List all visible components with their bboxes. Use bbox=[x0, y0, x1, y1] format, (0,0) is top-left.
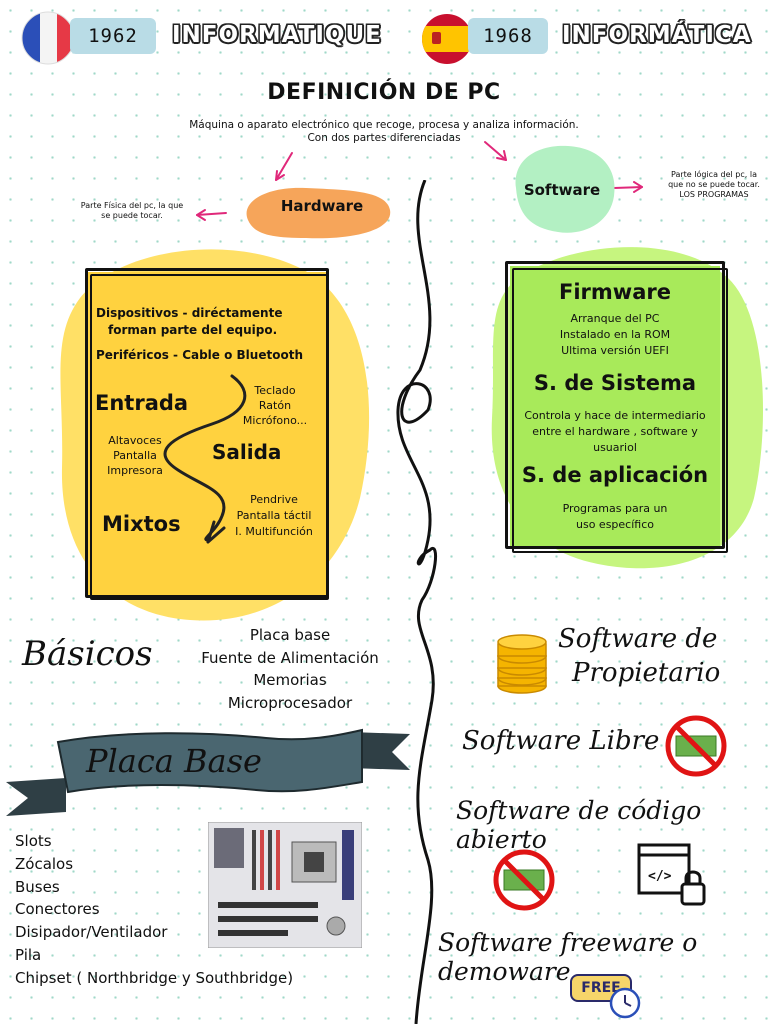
code-lock-icon: </> bbox=[637, 843, 706, 906]
perifericos-text: Periféricos - Cable o Bluetooth bbox=[96, 348, 303, 362]
fr-word: INFORMATIQUE bbox=[172, 22, 382, 48]
es-year: 1968 bbox=[483, 25, 533, 47]
mixtos-item: I. Multifunción bbox=[235, 525, 313, 538]
placa-base-item: Chipset ( Northbridge y Southbridge) bbox=[15, 968, 294, 987]
es-year-pill: 1968 bbox=[468, 18, 548, 54]
aplicacion-label: S. de aplicación bbox=[521, 463, 709, 487]
aplicacion-desc-line: uso específico bbox=[576, 518, 654, 531]
hardware-blob bbox=[246, 187, 391, 239]
firmware-label: Firmware bbox=[559, 280, 671, 304]
placa-base-item: Conectores bbox=[15, 900, 100, 919]
free-clock-icon: FREE bbox=[566, 970, 646, 1020]
pink-arrows bbox=[196, 141, 643, 221]
placa-base-item: Zócalos bbox=[15, 854, 74, 873]
software-note-line2: que no se puede tocar. bbox=[668, 180, 760, 189]
placa-base-item: Slots bbox=[15, 832, 52, 850]
mixtos-items: Pendrive Pantalla táctil I. Multifunción bbox=[224, 492, 324, 540]
placa-base-item: Buses bbox=[15, 877, 60, 896]
entrada-item: Ratón bbox=[258, 399, 292, 412]
sistema-desc-line: entre el hardware , software y bbox=[532, 425, 698, 438]
sistema-desc-line: Controla y hace de intermediario bbox=[524, 409, 706, 422]
coin-stack-icon bbox=[497, 634, 547, 694]
placa-base-item: Pila bbox=[15, 945, 42, 964]
basicos-list: Placa base Fuente de Alimentación Memori… bbox=[186, 624, 394, 714]
placa-base-ribbon bbox=[6, 728, 410, 816]
placa-base-item: Disipador/Ventilador bbox=[15, 923, 168, 942]
propietario-line2: Propietario bbox=[572, 658, 721, 688]
yellow-box-frame2 bbox=[90, 274, 329, 600]
placa-base-title: Placa Base bbox=[86, 742, 262, 780]
propietario-line1: Software de bbox=[558, 624, 718, 654]
green-box-frame bbox=[505, 261, 725, 549]
firmware-item: Instalado en la ROM bbox=[559, 328, 671, 341]
mixtos-item: Pendrive bbox=[250, 493, 298, 506]
entrada-items: Teclado Ratón Micrófono... bbox=[240, 383, 310, 428]
dispositivos-line1: Dispositivos - diréctamente bbox=[96, 306, 283, 320]
entrada-item: Micrófono... bbox=[242, 414, 308, 427]
motherboard-icon bbox=[208, 822, 362, 948]
sistema-desc-line: usuariol bbox=[593, 441, 637, 454]
entrada-label: Entrada bbox=[95, 391, 189, 415]
spain-flag-icon bbox=[420, 12, 474, 66]
basicos-item: Fuente de Alimentación bbox=[201, 648, 379, 667]
salida-items: Altavoces Pantalla Impresora bbox=[100, 433, 170, 478]
mixtos-label: Mixtos bbox=[102, 512, 181, 536]
hardware-note: Parte Física del pc, la que se puede toc… bbox=[70, 201, 194, 221]
aplicacion-desc: Programas para un uso específico bbox=[505, 501, 725, 533]
definition-title: DEFINICIÓN DE PC bbox=[267, 80, 501, 105]
salida-item: Pantalla bbox=[113, 449, 157, 462]
abierto-text: Software de código abierto bbox=[456, 796, 702, 854]
no-money-icon bbox=[665, 715, 727, 777]
entrada-item: Teclado bbox=[254, 384, 296, 397]
software-label: Software bbox=[523, 181, 601, 199]
sistema-label: S. de Sistema bbox=[533, 371, 697, 395]
hardware-note-line1: Parte Física del pc, la que bbox=[80, 201, 184, 210]
salida-item: Impresora bbox=[107, 464, 163, 477]
free-badge-text: FREE bbox=[581, 980, 621, 996]
hardware-note-line2: se puede tocar. bbox=[101, 211, 163, 220]
placa-base-list: Slots Zócalos Buses Conectores Disipador… bbox=[15, 830, 293, 990]
hardware-label: Hardware bbox=[280, 197, 364, 215]
definition-line1: Máquina o aparato electrónico que recoge… bbox=[189, 119, 579, 131]
salida-label: Salida bbox=[212, 440, 282, 464]
green-box bbox=[510, 266, 720, 546]
salida-item: Altavoces bbox=[108, 434, 162, 447]
basicos-item: Microprocesador bbox=[227, 693, 353, 712]
dispositivos-line2: forman parte del equipo. bbox=[108, 323, 278, 337]
curve-arrow bbox=[163, 374, 247, 544]
firmware-item: Ultima versión UEFI bbox=[561, 344, 669, 357]
basicos-title: Básicos bbox=[22, 634, 153, 674]
firmware-items: Arranque del PC Instalado en la ROM Ulti… bbox=[505, 311, 725, 359]
no-money-icon bbox=[493, 849, 555, 911]
sistema-desc: Controla y hace de intermediario entre e… bbox=[505, 408, 725, 456]
basicos-item: Placa base bbox=[249, 626, 331, 644]
svg-text:</>: </> bbox=[648, 869, 672, 884]
definition-line2: Con dos partes diferenciadas bbox=[307, 132, 461, 144]
basicos-item: Memorias bbox=[253, 671, 327, 689]
software-blob bbox=[515, 145, 615, 233]
es-word: INFORMÁTICA bbox=[562, 22, 752, 48]
mixtos-item: Pantalla táctil bbox=[236, 509, 312, 522]
propietario-text: Software de Propietario bbox=[558, 622, 720, 690]
libre-text: Software Libre bbox=[462, 726, 660, 756]
green-box-frame2 bbox=[512, 268, 728, 553]
software-note-line3: LOS PROGRAMAS bbox=[679, 190, 749, 199]
aplicacion-desc-line: Programas para un bbox=[562, 502, 668, 515]
fr-year-pill: 1962 bbox=[70, 18, 156, 54]
clock-icon bbox=[609, 987, 641, 1019]
software-note-line1: Parte lógica del pc, la bbox=[671, 170, 757, 179]
dispositivos-text: Dispositivos - diréctamente forman parte… bbox=[96, 305, 316, 339]
center-divider bbox=[396, 180, 437, 1024]
firmware-item: Arranque del PC bbox=[570, 312, 660, 325]
freeware-text: Software freeware o demoware bbox=[438, 928, 698, 986]
fr-year: 1962 bbox=[88, 25, 138, 47]
software-note: Parte lógica del pc, la que no se puede … bbox=[662, 170, 766, 200]
france-flag-icon bbox=[20, 10, 76, 66]
